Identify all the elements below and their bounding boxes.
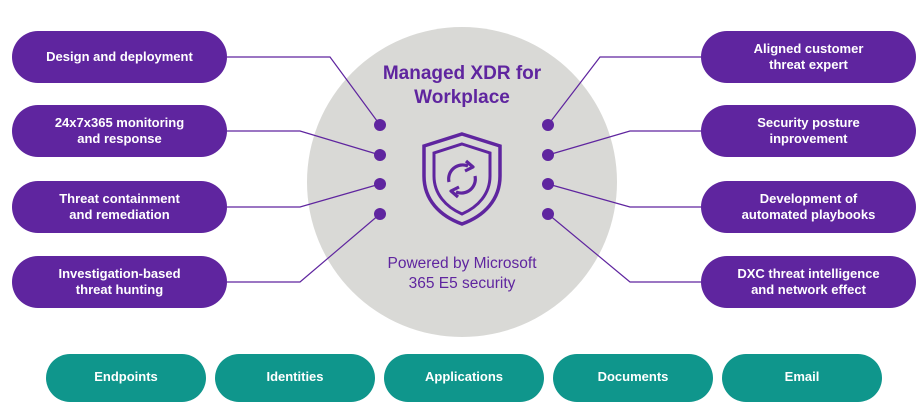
- connector-right-3: [547, 183, 701, 208]
- bottom-item-documents: Documents: [553, 354, 713, 402]
- center-title: Managed XDR for Workplace: [382, 63, 542, 108]
- right-item-threat-expert: Aligned customer threat expert: [701, 31, 916, 83]
- connector-left-1: [227, 56, 381, 126]
- bottom-item-email: Email: [722, 354, 882, 402]
- left-item-monitoring-response: 24x7x365 monitoring and response: [12, 105, 227, 157]
- connector-dot: [374, 178, 386, 190]
- connector-right-2: [547, 130, 701, 156]
- connector-dot: [542, 208, 554, 220]
- connector-left-3: [227, 183, 381, 208]
- shield-refresh-icon: [422, 132, 502, 226]
- connector-dot: [542, 149, 554, 161]
- center-subtitle: Powered by Microsoft 365 E5 security: [387, 255, 537, 292]
- connector-right-1: [547, 56, 701, 126]
- connector-dot: [542, 119, 554, 131]
- bottom-item-applications: Applications: [384, 354, 544, 402]
- connector-left-2: [227, 130, 381, 156]
- center-circle: [307, 27, 617, 337]
- bottom-item-endpoints: Endpoints: [46, 354, 206, 402]
- left-item-threat-containment: Threat containment and remediation: [12, 181, 227, 233]
- right-item-playbooks: Development of automated playbooks: [701, 181, 916, 233]
- connector-left-4: [227, 213, 381, 283]
- connector-right-4: [547, 213, 701, 283]
- right-item-threat-intelligence: DXC threat intelligence and network effe…: [701, 256, 916, 308]
- connector-dot: [542, 178, 554, 190]
- left-item-threat-hunting: Investigation-based threat hunting: [12, 256, 227, 308]
- right-item-security-posture: Security posture inprovement: [701, 105, 916, 157]
- left-item-design-deployment: Design and deployment: [12, 31, 227, 83]
- bottom-item-identities: Identities: [215, 354, 375, 402]
- connector-dot: [374, 149, 386, 161]
- connector-dot: [374, 119, 386, 131]
- connector-dot: [374, 208, 386, 220]
